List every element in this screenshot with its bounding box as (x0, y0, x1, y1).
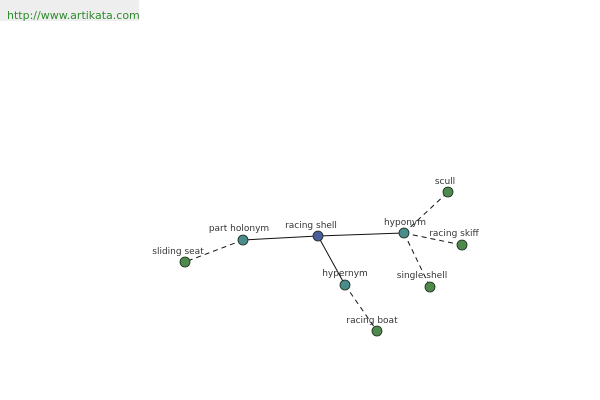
node-racing-skiff[interactable] (456, 239, 468, 251)
node-scull[interactable] (442, 186, 454, 198)
labels-layer: racing shell part holonym hyponym hypernym s… (152, 177, 479, 326)
nodes-layer (179, 186, 468, 337)
node-label-hypernym[interactable]: hypernym (322, 269, 368, 279)
node-label-part-holonym[interactable]: part holonym (209, 224, 269, 234)
node-racing-shell[interactable] (312, 230, 324, 242)
url-banner: http://www.artikata.com (0, 0, 140, 22)
node-label-scull[interactable]: scull (435, 177, 455, 187)
site-url[interactable]: http://www.artikata.com (7, 9, 140, 22)
node-hypernym[interactable] (339, 279, 351, 291)
edge-racing-shell-to-part-holonym (242, 235, 319, 241)
node-single-shell[interactable] (424, 281, 436, 293)
edges-layer (184, 191, 463, 332)
edge-hyponym-to-scull (403, 191, 449, 234)
node-racing-boat[interactable] (371, 325, 383, 337)
edge-hyponym-to-racing-skiff (403, 232, 463, 246)
node-part-holonym[interactable] (237, 234, 249, 246)
node-label-hyponym[interactable]: hyponym (384, 218, 426, 228)
node-label-single-shell[interactable]: single shell (397, 271, 447, 281)
edge-racing-shell-to-hyponym (317, 232, 405, 237)
node-label-racing-shell[interactable]: racing shell (285, 221, 337, 231)
node-label-sliding-seat[interactable]: sliding seat (152, 247, 204, 257)
node-sliding-seat[interactable] (179, 256, 191, 268)
edge-racing-shell-to-hypernym (317, 235, 346, 286)
node-label-racing-skiff[interactable]: racing skiff (429, 229, 479, 239)
edge-part-holonym-to-sliding-seat (184, 239, 244, 263)
node-hyponym[interactable] (398, 227, 410, 239)
node-label-racing-boat[interactable]: racing boat (346, 316, 398, 326)
edge-hyponym-to-single-shell (403, 232, 431, 288)
edge-hypernym-to-racing-boat (344, 284, 378, 332)
